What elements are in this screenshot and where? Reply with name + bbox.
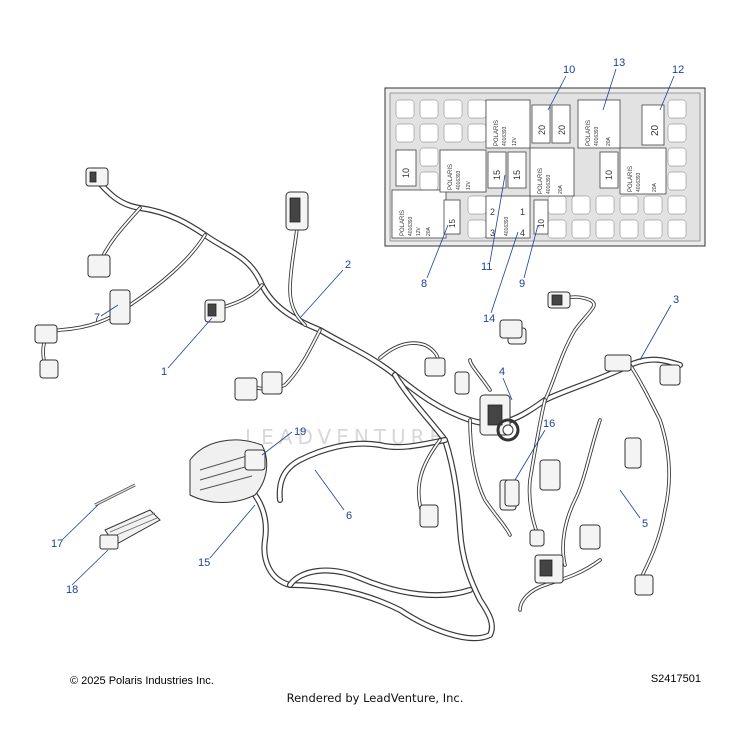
svg-text:20A: 20A (606, 136, 612, 146)
fuse-15a-2: 15 (507, 151, 527, 189)
rendered-by-text: Rendered by LeadVenture, Inc. (286, 691, 464, 705)
svg-text:20: 20 (537, 125, 547, 135)
callout-6: 6 (346, 510, 352, 522)
svg-text:POLARIS: POLARIS (494, 120, 500, 146)
relay-center: POLARIS 4016393 12V (485, 99, 531, 149)
clip-18 (99, 509, 161, 550)
svg-text:20A: 20A (652, 182, 658, 192)
callout-5: 5 (642, 518, 648, 530)
callout-16: 16 (543, 418, 555, 430)
svg-text:20A: 20A (558, 184, 564, 194)
svg-text:1: 1 (520, 207, 525, 217)
svg-text:10: 10 (604, 170, 614, 180)
svg-text:15: 15 (448, 219, 457, 228)
svg-text:12V: 12V (466, 180, 472, 190)
callout-9: 9 (519, 278, 525, 290)
callout-10: 10 (563, 64, 575, 76)
svg-text:15: 15 (512, 170, 522, 180)
svg-text:4016393: 4016393 (456, 170, 462, 190)
svg-text:20A: 20A (426, 226, 432, 236)
svg-text:15: 15 (492, 170, 502, 180)
svg-text:3: 3 (490, 228, 495, 238)
fuse-10a-1: 10 (395, 149, 417, 187)
svg-text:2: 2 (490, 207, 495, 217)
svg-text:10: 10 (401, 168, 411, 178)
svg-text:POLARIS: POLARIS (538, 168, 544, 194)
part-code: S2417501 (650, 673, 701, 685)
callout-12: 12 (672, 64, 684, 76)
copyright-text: © 2025 Polaris Industries Inc. (70, 675, 214, 687)
svg-text:4016393: 4016393 (636, 172, 642, 192)
callout-7: 7 (94, 312, 100, 324)
connectors (34, 167, 681, 596)
relay-center-left: POLARIS 4016393 12V (439, 149, 487, 193)
callout-1: 1 (161, 366, 167, 378)
svg-text:POLARIS: POLARIS (628, 166, 634, 192)
fuse-15a-1: 15 (487, 151, 507, 189)
harness-branches (41, 198, 671, 612)
fuse-20a-2: 20 (551, 104, 571, 144)
callout-15: 15 (198, 557, 210, 569)
fuse-20a-1: 20 (531, 104, 551, 144)
relay-center-bottom: POLARIS 4016393 20A (529, 147, 575, 197)
svg-text:10: 10 (537, 219, 546, 228)
svg-text:4016393: 4016393 (408, 216, 414, 236)
svg-text:20: 20 (650, 124, 661, 136)
callout-11: 11 (481, 261, 492, 273)
svg-text:4: 4 (520, 228, 525, 238)
svg-text:4016393: 4016393 (502, 126, 508, 146)
svg-text:POLARIS: POLARIS (586, 120, 592, 146)
svg-text:POLARIS: POLARIS (400, 210, 406, 236)
svg-text:POLARIS: POLARIS (448, 164, 454, 190)
svg-text:12V: 12V (512, 136, 518, 146)
callout-13: 13 (613, 57, 625, 69)
callout-3: 3 (673, 294, 679, 306)
svg-text:12V: 12V (416, 226, 422, 236)
fuse-20a-3: 20 (641, 104, 665, 146)
callouts: 1 2 3 4 5 6 7 8 9 10 11 12 13 14 15 16 1 (51, 57, 684, 596)
callout-2: 2 (345, 259, 351, 271)
svg-text:20: 20 (557, 125, 567, 135)
fuse-box: POLARIS 4016393 12V 20A POLARIS 4016393 … (384, 87, 706, 247)
callout-17: 17 (51, 538, 63, 550)
svg-text:4016393: 4016393 (546, 174, 552, 194)
relay-right-top: POLARIS 4016393 20A (577, 99, 621, 149)
callout-18: 18 (66, 584, 78, 596)
svg-text:4016393: 4016393 (594, 126, 600, 146)
fuse-10a-3: 10 (533, 199, 549, 235)
terminal-block: 2 3 1 4 4016393 (485, 195, 531, 239)
callout-14: 14 (483, 313, 495, 325)
callout-4: 4 (499, 366, 505, 378)
main-harness (92, 175, 683, 642)
callout-19: 19 (294, 426, 306, 438)
svg-text:4016393: 4016393 (504, 216, 510, 236)
callout-8: 8 (421, 278, 427, 290)
fuse-10a-2: 10 (599, 151, 619, 189)
connector-housing-15 (189, 439, 268, 503)
relay-left: POLARIS 4016393 12V 20A (391, 189, 447, 239)
relay-right-bottom: POLARIS 4016393 20A (619, 147, 667, 195)
cable-tie-17 (94, 483, 136, 507)
